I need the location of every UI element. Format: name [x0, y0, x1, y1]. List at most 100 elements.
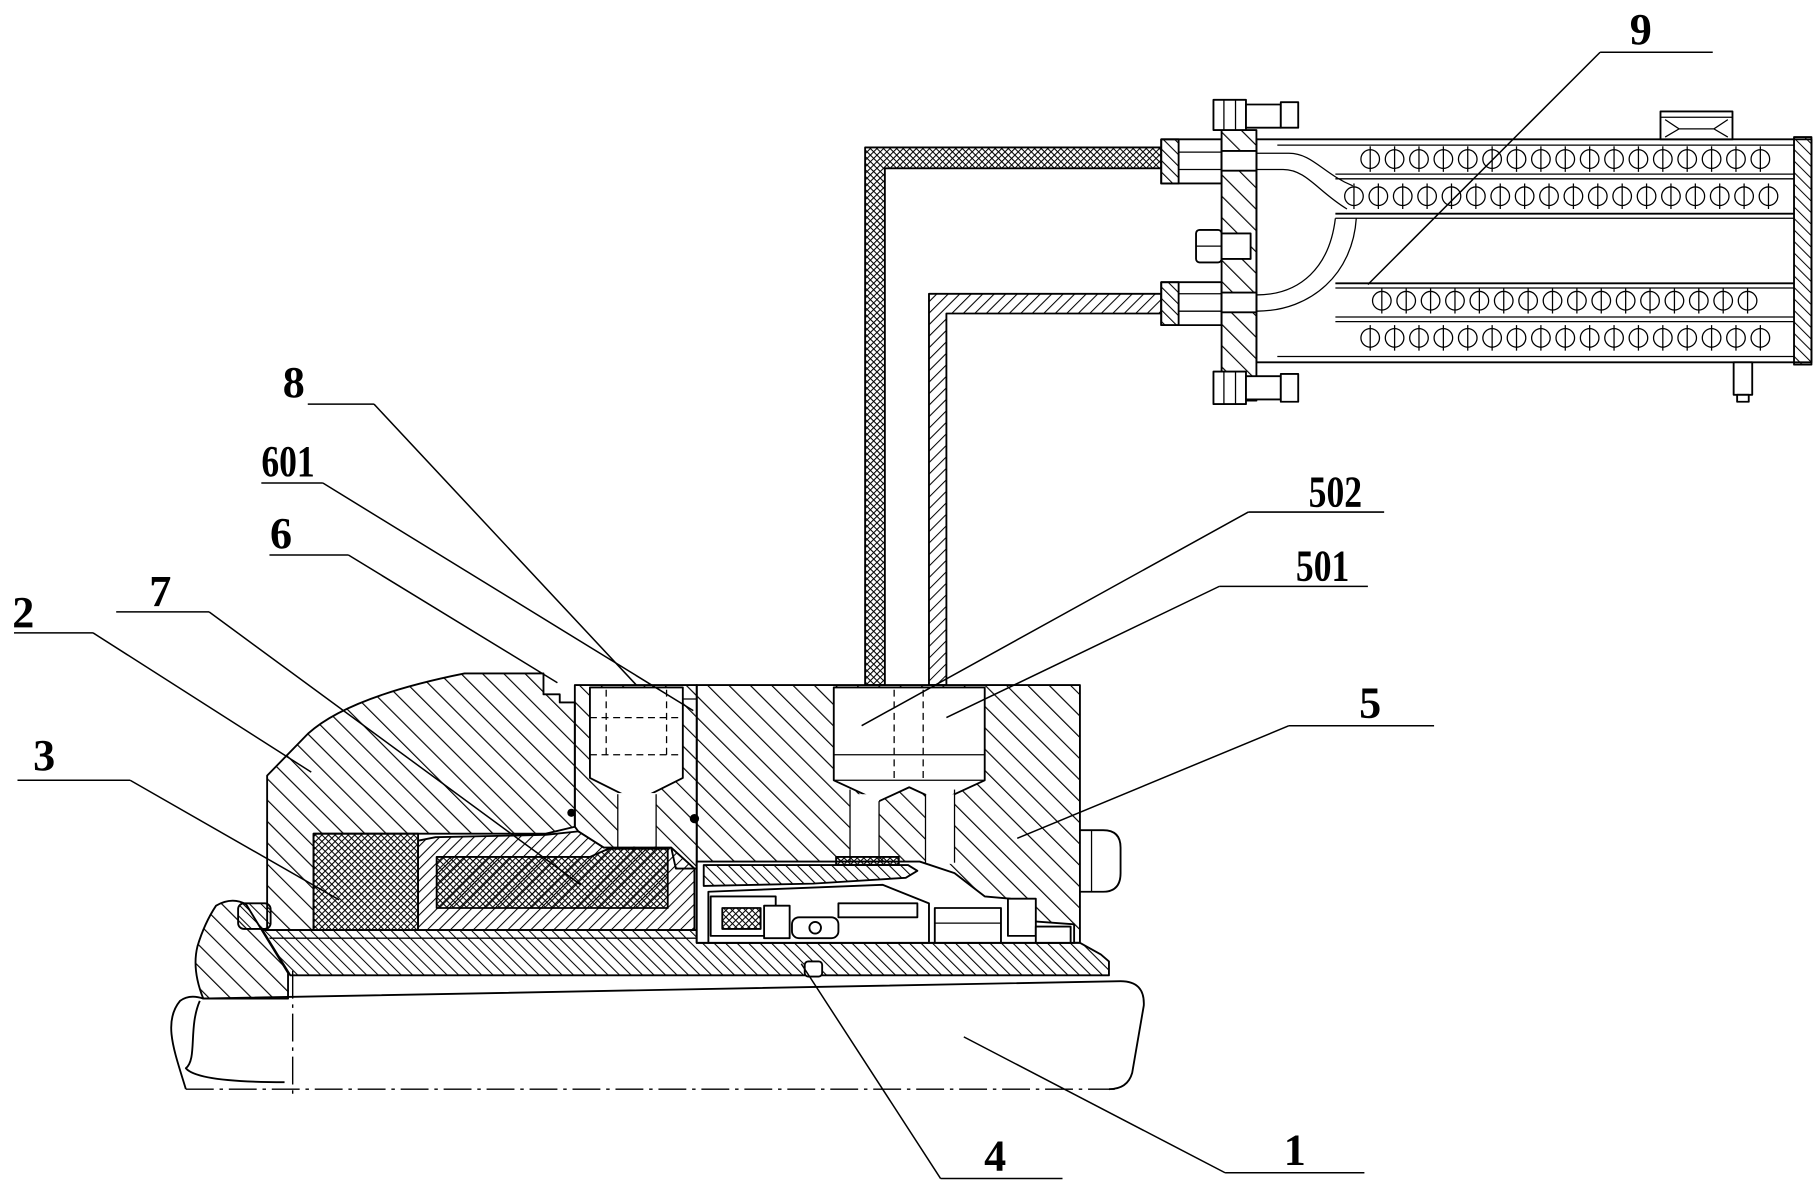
coil-turn	[1506, 325, 1527, 351]
coil-turn	[1701, 146, 1722, 172]
flange-plate	[1220, 129, 1258, 402]
callout-1: 1	[1284, 1126, 1306, 1175]
callouts: 9 8 601 6 2 7 3	[12, 5, 1713, 1180]
callout-2: 2	[12, 588, 34, 637]
leader-line	[129, 779, 340, 901]
coil-turn	[1661, 183, 1681, 210]
coil-turn	[1677, 325, 1698, 351]
coil-turn	[1555, 146, 1576, 172]
seal-face	[835, 855, 900, 866]
bolt-nut	[1279, 372, 1300, 403]
coil-turn	[1628, 325, 1649, 351]
coil-turn	[1344, 183, 1364, 210]
leader-line	[208, 611, 582, 886]
callout-group-5: 5	[1016, 679, 1435, 840]
upper-fitting-nut	[1160, 138, 1180, 185]
shaft-body	[171, 981, 1144, 1090]
coil-turn	[1441, 183, 1462, 210]
casing-gasket	[237, 902, 272, 930]
u-tube-lower	[1256, 218, 1337, 296]
coil-turn	[1506, 146, 1527, 172]
coil-turn	[1368, 183, 1389, 210]
coil-turn	[1685, 183, 1706, 210]
coil-turn	[1518, 287, 1539, 314]
coil-turn	[1493, 287, 1514, 314]
gland-plug	[1078, 829, 1122, 893]
spring-seat	[763, 904, 791, 940]
drive-pin	[837, 902, 919, 919]
cooling-coil	[1344, 146, 1779, 351]
set-screw-block	[933, 907, 1002, 944]
coil-turn	[1539, 183, 1559, 210]
coil-turn	[1579, 146, 1600, 172]
housing-o-ring	[567, 808, 576, 817]
coil-turn	[1490, 183, 1511, 210]
callout-7: 7	[149, 567, 171, 616]
vent-nozzle	[1659, 110, 1734, 141]
coil-turn	[1579, 325, 1600, 351]
leader-line	[92, 632, 312, 773]
callout-group-502: 502	[861, 467, 1385, 727]
callout-group-4: 4	[800, 963, 1063, 1180]
port-channel-501	[925, 794, 955, 864]
callout-501: 501	[1296, 542, 1349, 591]
bolt-head	[1212, 370, 1247, 406]
u-tube-upper	[1256, 152, 1354, 187]
coil-turn	[1392, 183, 1413, 210]
lower-fitting-nut	[1160, 281, 1180, 327]
callout-601: 601	[261, 437, 314, 486]
spring-insert	[721, 907, 762, 930]
cooler-9	[1255, 110, 1813, 403]
flange-passage	[1220, 291, 1258, 314]
leader-line	[322, 482, 694, 712]
coil-turn	[1726, 325, 1746, 351]
coil-turn	[1709, 183, 1730, 210]
drain-nozzle-cap	[1736, 393, 1750, 403]
coil-turn	[1514, 183, 1535, 210]
callout-group-601: 601	[261, 437, 694, 712]
coil-turn	[1469, 287, 1490, 314]
coil-turn	[1688, 287, 1709, 314]
callout-group-1: 1	[963, 1036, 1365, 1175]
port-channel-502	[850, 794, 880, 864]
coil-turn	[1636, 183, 1657, 210]
coil-turn	[1640, 287, 1660, 314]
seat-6	[573, 684, 700, 870]
bolt-head	[1212, 98, 1247, 131]
spring-coil	[808, 921, 822, 935]
coil-turn	[1737, 287, 1758, 314]
flange-passage	[1220, 150, 1258, 172]
leader-line	[1367, 51, 1601, 286]
ring-3	[312, 832, 420, 931]
leader-line	[373, 403, 637, 686]
cooler-flange-assembly	[1160, 98, 1300, 406]
coil-turn	[1409, 146, 1429, 172]
coil-turn	[1445, 287, 1465, 314]
coil-turn	[1396, 287, 1417, 314]
set-screw	[1007, 897, 1037, 937]
port-bores-501-502	[832, 686, 986, 803]
set-screw-head	[1034, 925, 1072, 944]
leader-line	[963, 1036, 1226, 1174]
callout-group-501: 501	[946, 542, 1368, 719]
coil-turn	[1482, 146, 1503, 172]
gland-5	[695, 684, 1122, 944]
coil-turn	[1420, 287, 1441, 314]
coil-turn	[1433, 325, 1454, 351]
coil-turn	[1612, 183, 1633, 210]
coil-turn	[1566, 287, 1587, 314]
callout-3: 3	[33, 731, 55, 780]
coil-turn	[1604, 146, 1624, 172]
coil-turn	[1384, 325, 1405, 351]
coil-turn	[1417, 183, 1438, 210]
pin-bore-8	[589, 686, 684, 803]
coil-turn	[1530, 325, 1551, 351]
coil-turn	[1701, 325, 1722, 351]
coil-turn	[1360, 325, 1381, 351]
leader-line	[861, 511, 1249, 727]
coil-turn	[1482, 325, 1503, 351]
callout-502: 502	[1309, 467, 1362, 516]
coil-turn	[1530, 146, 1551, 172]
coil-turn	[1371, 287, 1392, 314]
coil-turn	[1587, 183, 1608, 210]
